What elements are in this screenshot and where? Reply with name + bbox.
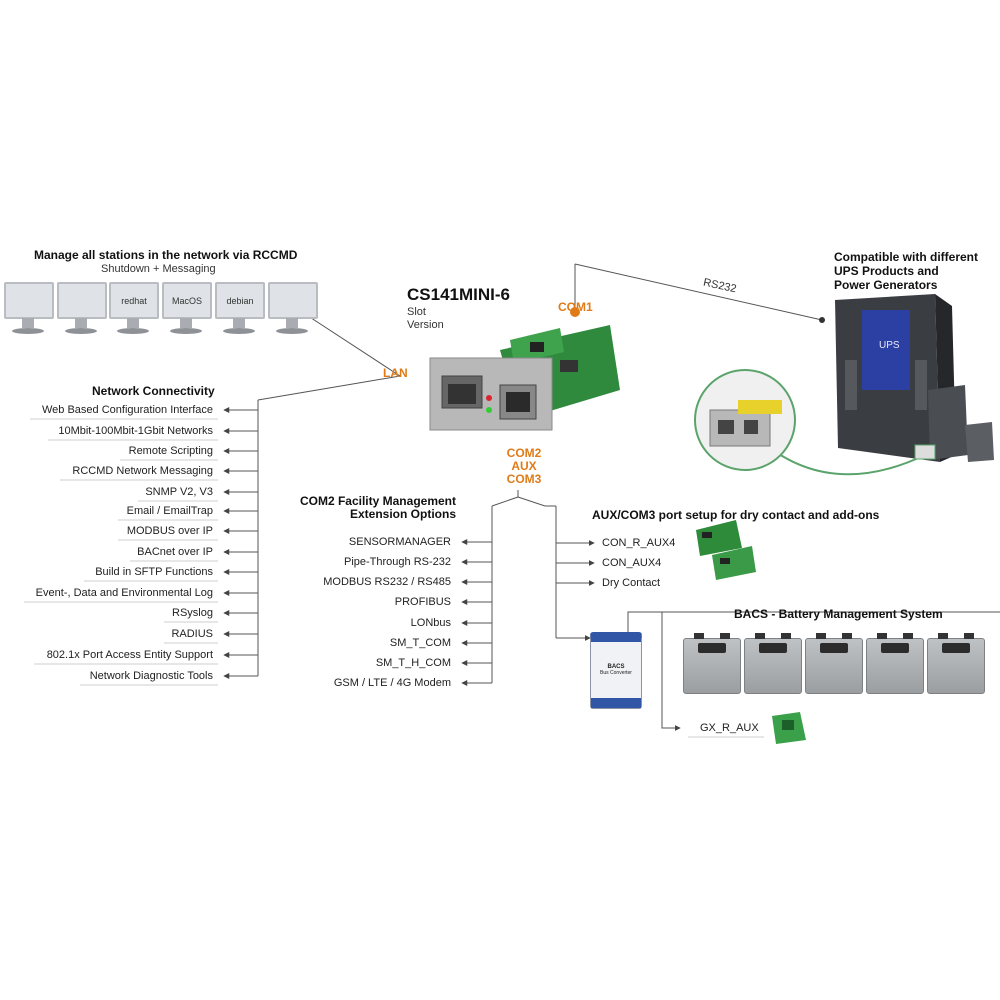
com2-item: SENSORMANAGER [348,536,451,548]
compatible-line3: Power Generators [834,278,938,292]
battery [805,633,863,694]
com2-heading: COM2 Facility Management Extension Optio… [284,495,456,521]
aux-item: CON_R_AUX4 [602,537,676,549]
stations-subheading: Shutdown + Messaging [101,263,216,275]
redhat-icon: redhat [109,282,159,319]
device-version-line2: Version [407,319,444,331]
linux-icon [57,282,107,319]
com2-item: GSM / LTE / 4G Modem [333,677,451,689]
com2-item: MODBUS RS232 / RS485 [323,576,451,588]
network-item: RADIUS [171,628,213,640]
network-item: SNMP V2, V3 [145,486,213,498]
compatible-line2: UPS Products and [834,264,939,278]
network-item: BACnet over IP [137,546,213,558]
stations-heading: Manage all stations in the network via R… [34,248,298,262]
com2-label-line1: COM2 [506,446,542,460]
debian-monitor: debian [213,282,265,340]
network-item: Email / EmailTrap [126,505,213,517]
com2-item: LONbus [410,617,451,629]
rs232-line [574,263,823,321]
bacs-converter-label1: BACS [607,664,625,670]
com2-dot [513,415,523,425]
com2-heading-line1: COM2 Facility Management [299,494,456,508]
com2-item: Pipe-Through RS-232 [343,556,451,568]
network-item: 802.1x Port Access Entity Support [46,649,213,661]
device-title: CS141MINI-6 [407,285,510,304]
aux-item: Dry Contact [602,577,661,589]
network-item: Network Diagnostic Tools [89,670,213,682]
network-item: RSyslog [172,607,213,619]
network-item: Remote Scripting [128,445,213,457]
bacs-bus-converter: BACS Bus Converter [590,632,642,709]
macos-monitor: MacOS [160,282,212,340]
linux-monitor [55,282,107,340]
com1-port-label: COM1 [558,300,593,314]
ubuntu-monitor [266,282,318,340]
network-item: MODBUS over IP [126,525,213,537]
debian-icon: debian [215,282,265,319]
network-item: 10Mbit-100Mbit-1Gbit Networks [58,425,213,437]
aux-branches [556,540,595,641]
battery [866,633,924,694]
network-heading: Network Connectivity [92,384,215,398]
bacs-heading: BACS - Battery Management System [734,607,943,621]
macos-icon: MacOS [162,282,212,319]
bacs-converter-label2: Bus Converter [600,670,632,676]
com2-heading-line2: Extension Options [349,507,456,521]
redhat-monitor: redhat [107,282,159,340]
lan-dot [460,385,470,395]
network-branches [223,407,258,679]
com2-item: SM_T_H_COM [375,657,451,669]
battery [683,633,741,694]
compatible-line1: Compatible with different [834,250,978,264]
green-loop [759,439,926,476]
gx-label: GX_R_AUX [700,722,759,734]
ubuntu-icon [268,282,318,319]
device-version-line1: Slot [407,306,426,318]
network-item: Web Based Configuration Interface [41,404,213,416]
windows-icon [4,282,54,319]
compatible-heading: Compatible with different UPS Products a… [834,250,978,292]
com2-item: SM_T_COM [389,637,451,649]
ups-label: UPS [879,340,900,351]
battery [927,633,985,694]
com2-port-label: COM2 AUX COM3 [502,447,546,486]
lan-network-line [257,375,401,401]
network-item: Event-, Data and Environmental Log [35,587,213,599]
lan-port-label: LAN [383,366,408,380]
network-item: RCCMD Network Messaging [72,465,213,477]
com1-dot [570,307,580,317]
windows-monitor [2,282,54,340]
com2-label-line2: AUX [511,459,537,473]
com2-item: PROFIBUS [394,596,451,608]
com2-branches [461,539,492,686]
com2-label-line3: COM3 [506,472,542,486]
lan-monitor-line [301,311,401,377]
network-item: Build in SFTP Functions [95,566,213,578]
aux-heading: AUX/COM3 port setup for dry contact and … [592,508,880,522]
aux-item: CON_AUX4 [602,557,662,569]
battery [744,633,802,694]
